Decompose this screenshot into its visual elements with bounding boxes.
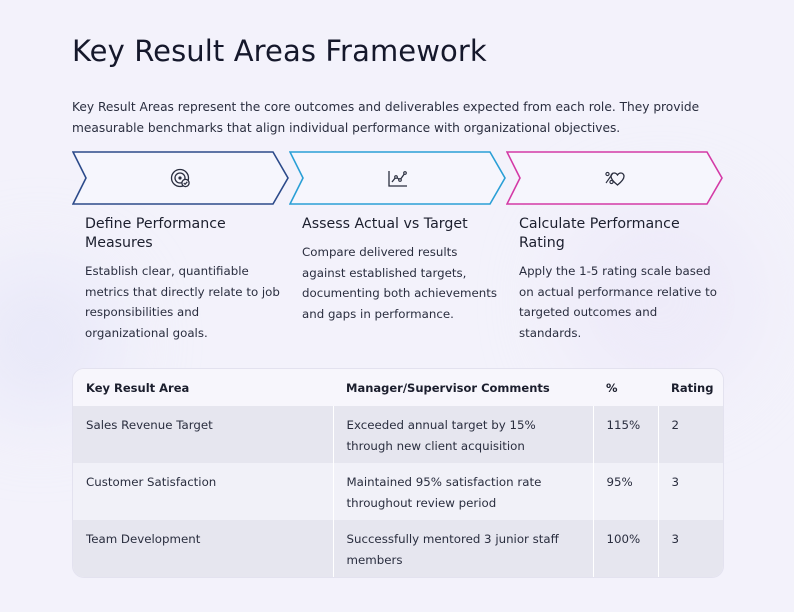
header-key-result-area: Key Result Area — [73, 369, 333, 406]
step-title: Define Performance Measures — [85, 216, 226, 251]
header-percent: % — [593, 369, 658, 406]
kra-table: Key Result Area Manager/Supervisor Comme… — [73, 369, 723, 577]
cell-area: Team Development — [73, 520, 333, 577]
cell-area: Sales Revenue Target — [73, 406, 333, 463]
table-row: Customer Satisfaction Maintained 95% sat… — [73, 463, 723, 520]
cell-area: Customer Satisfaction — [73, 463, 333, 520]
step-description: Establish clear, quantifiable metrics th… — [85, 264, 280, 340]
cell-percent: 100% — [592, 520, 658, 577]
cell-rating: 2 — [657, 406, 723, 463]
cell-percent: 115% — [592, 406, 658, 463]
kra-table-container: Key Result Area Manager/Supervisor Comme… — [72, 368, 724, 578]
step-description: Apply the 1-5 rating scale based on actu… — [519, 264, 717, 340]
cell-comment: Maintained 95% satisfaction rate through… — [332, 463, 593, 520]
process-steps: Define Performance Measures Establish cl… — [72, 151, 724, 341]
cell-rating: 3 — [657, 463, 723, 520]
background-blob — [560, 200, 760, 400]
header-comments: Manager/Supervisor Comments — [333, 369, 593, 406]
target-icon — [170, 168, 190, 188]
table-row: Team Development Successfully mentored 3… — [73, 520, 723, 577]
heart-percent-icon — [605, 171, 625, 186]
page-title: Key Result Areas Framework — [72, 34, 487, 68]
intro-paragraph: Key Result Areas represent the core outc… — [72, 100, 700, 135]
step-description: Compare delivered results against establ… — [302, 245, 498, 321]
cell-rating: 3 — [657, 520, 723, 577]
chevron-shape — [506, 151, 723, 205]
trend-chart-icon — [388, 171, 407, 187]
cell-comment: Exceeded annual target by 15% through ne… — [332, 406, 593, 463]
table-header-row: Key Result Area Manager/Supervisor Comme… — [73, 369, 723, 406]
header-rating: Rating — [658, 369, 723, 406]
cell-percent: 95% — [592, 463, 658, 520]
cell-comment: Successfully mentored 3 junior staff mem… — [332, 520, 593, 577]
table-row: Sales Revenue Target Exceeded annual tar… — [73, 406, 723, 463]
step-title: Assess Actual vs Target — [302, 216, 468, 232]
step-title: Calculate Performance Rating — [519, 216, 680, 251]
